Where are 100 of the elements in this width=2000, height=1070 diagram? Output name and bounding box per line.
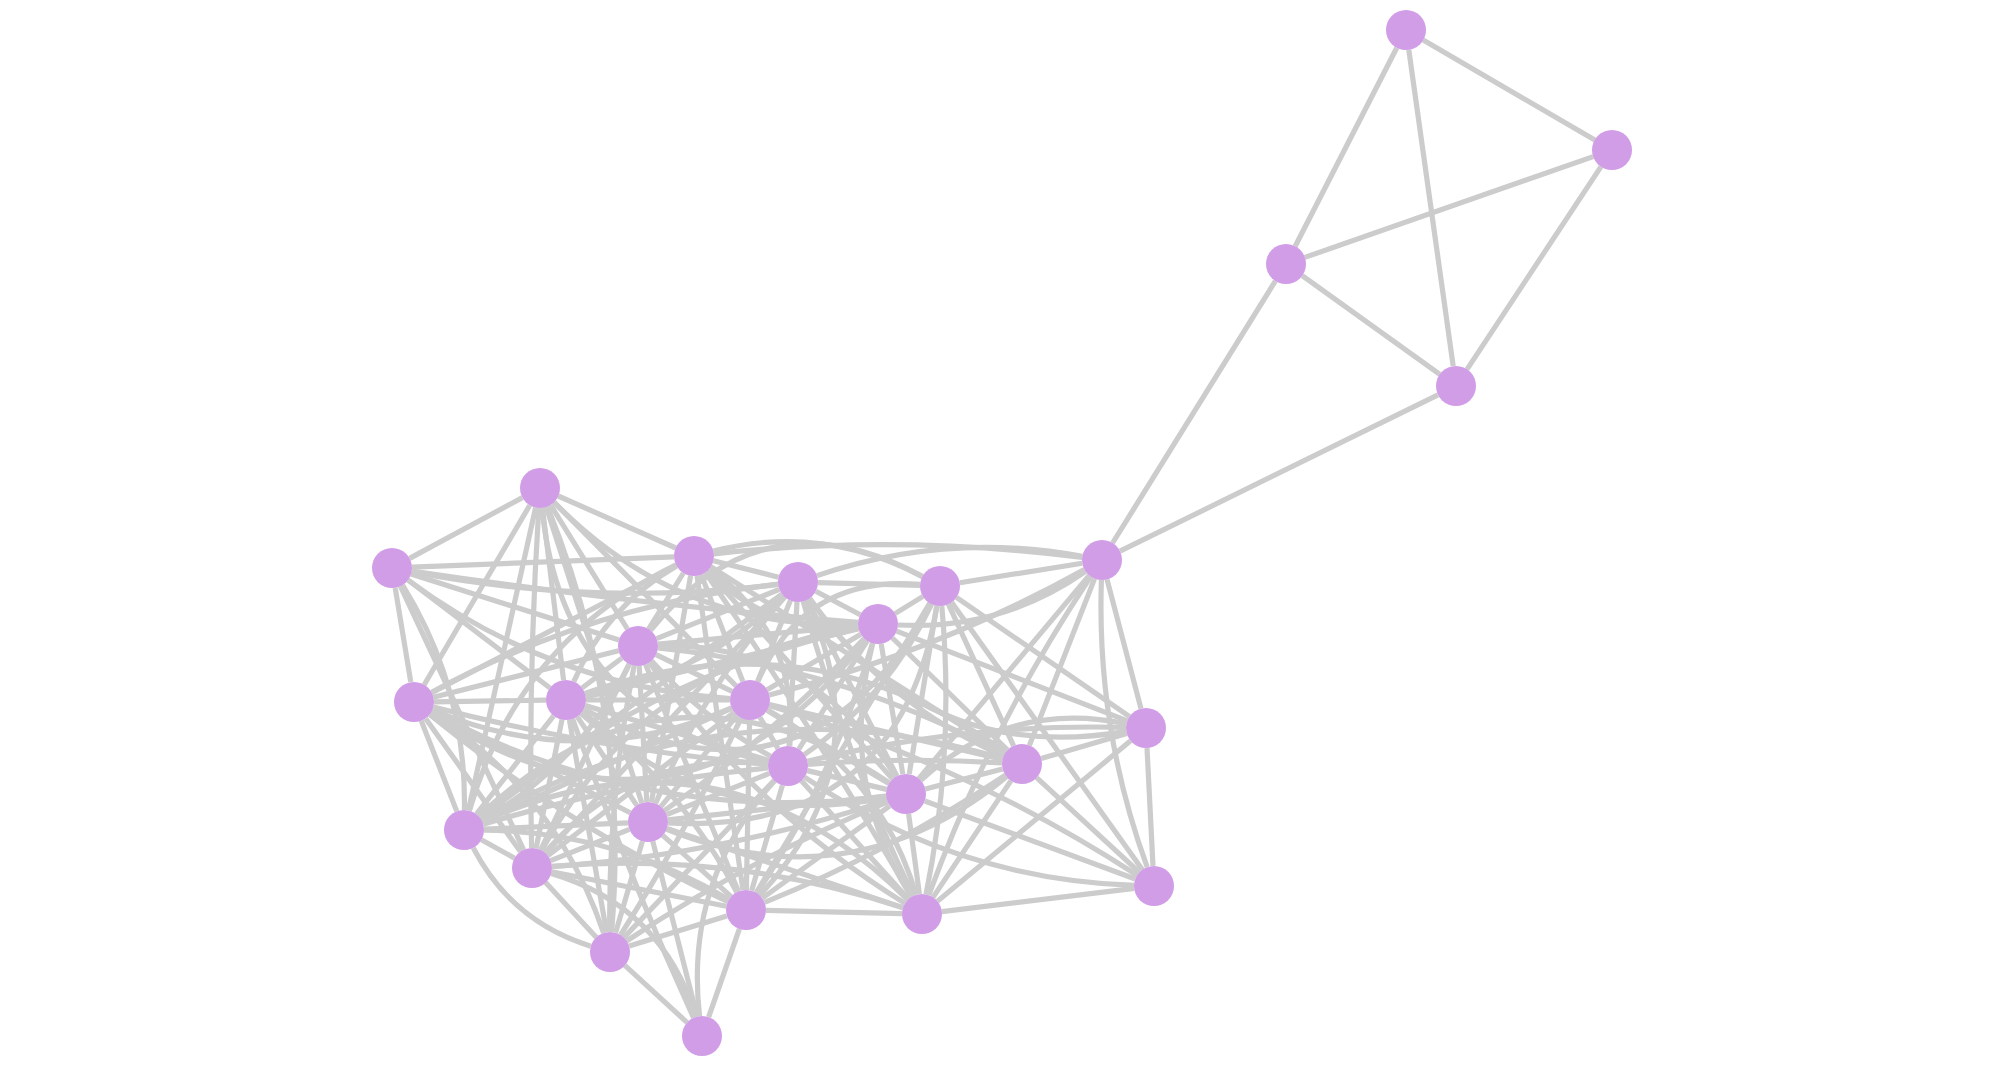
network-node bbox=[444, 810, 484, 850]
connector-line bbox=[757, 716, 781, 750]
connector-line bbox=[647, 660, 907, 906]
network-node bbox=[1002, 744, 1042, 784]
connector-line bbox=[476, 715, 891, 819]
connector-line bbox=[543, 880, 599, 940]
connector-line bbox=[566, 719, 610, 933]
connector-line bbox=[1464, 165, 1604, 371]
connector-line bbox=[760, 803, 892, 901]
connector-line bbox=[392, 587, 414, 683]
connector-line bbox=[538, 662, 632, 852]
network-node bbox=[1266, 244, 1306, 284]
network-node bbox=[726, 890, 766, 930]
connector-line bbox=[878, 643, 906, 775]
connector-line bbox=[570, 717, 696, 1019]
connector-line bbox=[423, 716, 523, 854]
connector-line bbox=[923, 605, 949, 895]
connector-line bbox=[926, 575, 1093, 897]
connector-line bbox=[806, 724, 1127, 764]
network-node bbox=[730, 680, 770, 720]
connector-line bbox=[648, 575, 694, 803]
connector-line bbox=[623, 963, 689, 1025]
connector-line bbox=[930, 779, 1014, 899]
connector-line bbox=[668, 605, 940, 826]
connector-line bbox=[708, 565, 794, 747]
connector-line bbox=[893, 594, 925, 616]
connector-line bbox=[799, 779, 911, 901]
connector-line bbox=[1040, 731, 1128, 761]
connector-line bbox=[625, 799, 889, 944]
connector-line bbox=[817, 580, 921, 588]
connector-line bbox=[480, 837, 516, 861]
network-node bbox=[886, 774, 926, 814]
network-node bbox=[920, 566, 960, 606]
connector-line bbox=[557, 493, 677, 551]
connector-line bbox=[935, 738, 1133, 904]
connector-line bbox=[924, 766, 1004, 792]
connector-line bbox=[1098, 579, 1150, 869]
connector-line bbox=[580, 709, 740, 894]
connector-line bbox=[906, 813, 922, 895]
connector-line bbox=[613, 840, 645, 934]
connector-line bbox=[1144, 747, 1156, 867]
connector-line bbox=[483, 827, 731, 902]
network-node bbox=[618, 626, 658, 666]
connector-line bbox=[796, 639, 870, 751]
connector-line bbox=[658, 713, 740, 809]
connector-line bbox=[662, 636, 867, 813]
connector-line bbox=[1421, 37, 1597, 143]
connector-line bbox=[706, 927, 742, 1019]
connector-line bbox=[470, 846, 592, 949]
connector-line bbox=[474, 714, 556, 816]
connector-line bbox=[1118, 392, 1440, 554]
connector-line bbox=[421, 503, 533, 687]
connector-line bbox=[916, 573, 1092, 781]
connector-line bbox=[551, 869, 727, 909]
network-node bbox=[546, 680, 586, 720]
connector-line bbox=[571, 563, 678, 683]
connector-line bbox=[765, 631, 863, 693]
connector-line bbox=[1034, 775, 1142, 875]
connector-line bbox=[653, 595, 787, 805]
connector-line bbox=[543, 506, 645, 804]
connector-line bbox=[919, 715, 1127, 783]
connector-line bbox=[431, 705, 733, 744]
network-node bbox=[1592, 130, 1632, 170]
connector-line bbox=[411, 554, 675, 570]
connector-line bbox=[768, 567, 1086, 698]
connector-line bbox=[712, 539, 924, 579]
connector-line bbox=[754, 642, 875, 895]
network-node bbox=[372, 548, 412, 588]
connector-line bbox=[666, 825, 904, 911]
connector-line bbox=[621, 778, 777, 940]
connector-line bbox=[406, 577, 731, 702]
connector-line bbox=[575, 715, 639, 807]
connector-line bbox=[949, 600, 1145, 872]
connector-line bbox=[698, 573, 746, 683]
connector-line bbox=[941, 885, 1135, 915]
connector-line bbox=[628, 913, 728, 949]
connector-line bbox=[897, 569, 1088, 629]
connector-line bbox=[1110, 279, 1278, 545]
network-node bbox=[394, 682, 434, 722]
connector-line bbox=[959, 560, 1083, 586]
network-node bbox=[520, 468, 560, 508]
connector-line bbox=[816, 544, 1083, 579]
network-node bbox=[674, 536, 714, 576]
connector-line bbox=[807, 757, 1003, 767]
connector-line bbox=[661, 833, 733, 899]
connector-line bbox=[694, 575, 746, 891]
connector-line bbox=[890, 636, 1010, 752]
network-node bbox=[1126, 708, 1166, 748]
connector-line bbox=[586, 697, 730, 703]
network-node bbox=[1386, 10, 1426, 50]
connector-line bbox=[713, 542, 1083, 560]
network-node bbox=[1082, 540, 1122, 580]
connector-line bbox=[694, 779, 777, 1017]
connector-line bbox=[584, 661, 1008, 755]
connector-line bbox=[607, 665, 637, 932]
connector-line bbox=[428, 712, 729, 904]
connector-line bbox=[432, 648, 620, 700]
connector-line bbox=[786, 601, 800, 747]
network-node bbox=[778, 562, 818, 602]
connector-line bbox=[549, 827, 631, 863]
